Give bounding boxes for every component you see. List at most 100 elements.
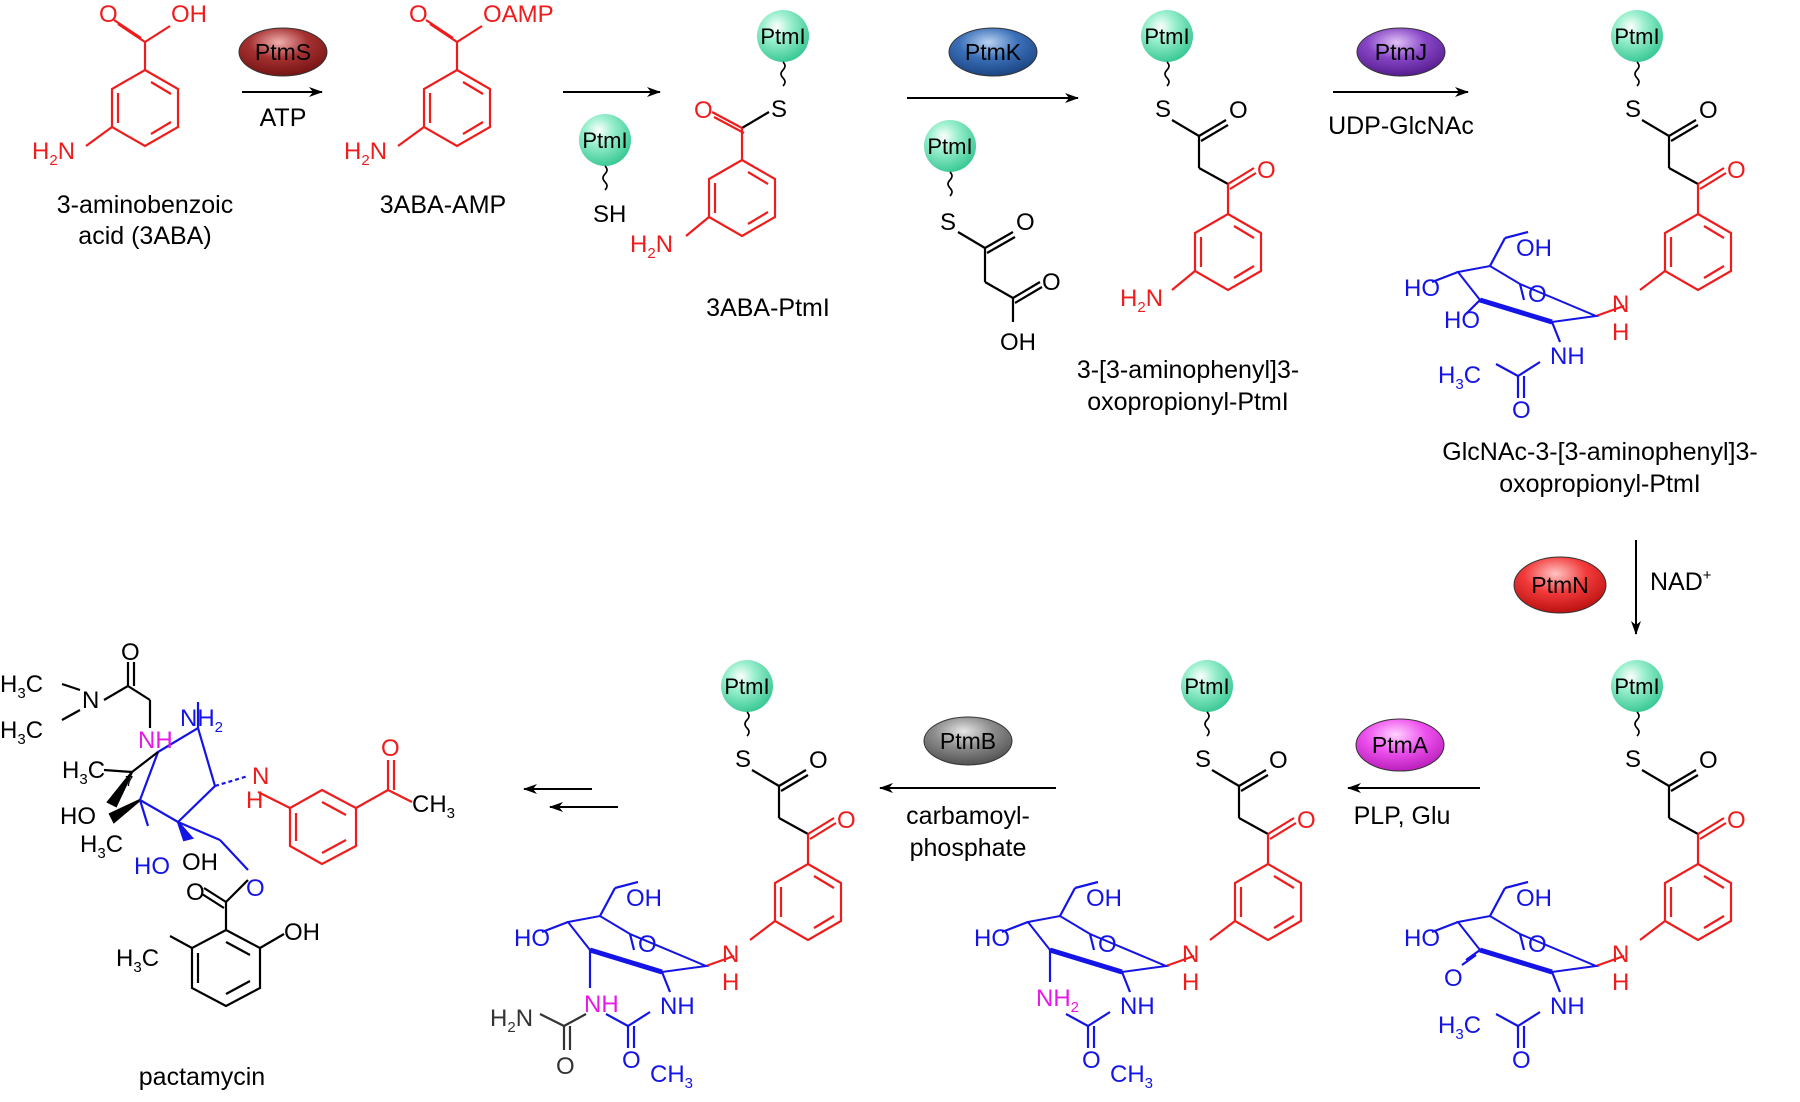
- atom-o: O: [381, 735, 400, 762]
- compound-3aba: [85, 19, 180, 148]
- carrier-ptmi-malonyl: PtmI: [924, 120, 976, 197]
- carrier-ptmi: PtmI: [1181, 660, 1233, 737]
- atom-oh: OH: [284, 919, 320, 946]
- atom-s: S: [735, 746, 751, 773]
- compound-amino-sugar: [1001, 769, 1303, 1048]
- carrier-ptmi: PtmI: [757, 10, 809, 87]
- atom-o: O: [1297, 807, 1316, 834]
- atom-nh: NH: [138, 727, 173, 754]
- atom-s: S: [771, 96, 787, 123]
- svg-text:PtmI: PtmI: [1614, 674, 1659, 699]
- atom-h2n: H2N: [1120, 285, 1163, 316]
- atom-sh: SH: [593, 201, 626, 228]
- atom-h: H: [1182, 969, 1199, 996]
- enzyme-ptmk: PtmK: [948, 27, 1038, 77]
- atom-oamp: OAMP: [483, 1, 554, 28]
- atom-o: O: [1699, 97, 1718, 124]
- atom-nh: NH: [1120, 993, 1155, 1020]
- atom-o: O: [638, 931, 657, 958]
- compound-label-3aba-amp: 3ABA-AMP: [380, 191, 506, 219]
- compound-label-3aba: 3-aminobenzoic: [57, 191, 234, 219]
- atom-o: O: [186, 879, 205, 906]
- atom-ho: HO: [974, 925, 1010, 952]
- atom-h3c: H3C: [62, 757, 105, 788]
- atom-s: S: [1625, 746, 1641, 773]
- cofactor-udp-glcnac: UDP-GlcNAc: [1328, 112, 1474, 140]
- atom-o: O: [409, 1, 428, 28]
- atom-nh2: NH2: [180, 705, 223, 736]
- atom-s: S: [940, 209, 956, 236]
- atom-nh: NH: [660, 993, 695, 1020]
- compound-keto-sugar: [1431, 769, 1733, 1048]
- svg-text:PtmI: PtmI: [1614, 24, 1659, 49]
- atom-o: O: [1512, 397, 1531, 424]
- atom-o: O: [1229, 97, 1248, 124]
- atom-o: O: [1269, 747, 1288, 774]
- atom-h: H: [1612, 969, 1629, 996]
- compound-carbamoyl-sugar: [539, 769, 843, 1050]
- atom-ho: HO: [1404, 275, 1440, 302]
- compound-label-oxopropionyl: 3-[3-aminophenyl]3-: [1077, 356, 1299, 384]
- atom-ho: HO: [60, 803, 96, 830]
- atom-ho: HO: [134, 853, 170, 880]
- svg-text:PtmJ: PtmJ: [1375, 39, 1427, 65]
- cofactor-carbamoyl: carbamoyl-: [906, 802, 1030, 830]
- atom-o: O: [809, 747, 828, 774]
- atom-o: O: [121, 639, 140, 666]
- svg-text:PtmI: PtmI: [760, 24, 805, 49]
- compound-label-glcnac: GlcNAc-3-[3-aminophenyl]3-: [1442, 438, 1757, 466]
- atom-o: O: [99, 1, 118, 28]
- enzyme-ptma: PtmA: [1355, 718, 1445, 772]
- atom-o: O: [1098, 931, 1117, 958]
- compound-aminophenyl-oxopropionyl: [1171, 119, 1263, 292]
- atom-o: O: [1528, 281, 1547, 308]
- svg-text:PtmK: PtmK: [965, 39, 1022, 65]
- carrier-ptmi: PtmI: [1611, 660, 1663, 737]
- atom-n: N: [1612, 941, 1629, 968]
- cofactor-plp-glu: PLP, Glu: [1354, 802, 1451, 830]
- atom-h2n: H2N: [630, 231, 673, 262]
- atom-o: O: [1082, 1047, 1101, 1074]
- svg-text:PtmN: PtmN: [1531, 572, 1589, 598]
- atom-nh: NH: [1550, 993, 1585, 1020]
- carrier-ptmi: PtmI: [1141, 10, 1193, 87]
- enzyme-ptms: PtmS: [238, 27, 328, 77]
- atom-keto-o: O: [1444, 965, 1463, 992]
- stereo-label-7: 7: [125, 773, 133, 790]
- atom-oh: OH: [626, 885, 662, 912]
- atom-h3c: H3C: [1438, 362, 1481, 393]
- atom-oh: OH: [1086, 885, 1122, 912]
- atom-ch3: CH3: [650, 1061, 693, 1092]
- atom-o: O: [1512, 1047, 1531, 1074]
- atom-s: S: [1155, 96, 1171, 123]
- atom-h3c: H3C: [80, 831, 123, 862]
- svg-text:PtmS: PtmS: [255, 39, 311, 65]
- enzyme-ptmn: PtmN: [1513, 556, 1607, 614]
- atom-ho: HO: [1404, 925, 1440, 952]
- atom-o: O: [1016, 209, 1035, 236]
- atom-h: H: [1612, 319, 1629, 346]
- compound-3aba-ptmi: [685, 111, 777, 238]
- atom-n: N: [252, 763, 269, 790]
- cofactor-atp: ATP: [260, 104, 307, 132]
- compound-glcnac-oxopropionyl: [1431, 119, 1733, 398]
- atom-nh: NH: [584, 991, 619, 1018]
- atom-s: S: [1625, 96, 1641, 123]
- svg-text:PtmI: PtmI: [1144, 24, 1189, 49]
- atom-ch3: CH3: [412, 791, 455, 822]
- compound-label-3aba-ptmi: 3ABA-PtmI: [706, 294, 830, 322]
- svg-text:PtmI: PtmI: [927, 134, 972, 159]
- atom-ho: HO: [514, 925, 550, 952]
- compound-label-oxopropionyl-2: oxopropionyl-PtmI: [1087, 388, 1288, 416]
- atom-n: N: [82, 687, 99, 714]
- atom-o: O: [622, 1047, 641, 1074]
- carrier-ptmi-sh: PtmI: [579, 114, 631, 191]
- atom-h3c: H3C: [1438, 1012, 1481, 1043]
- atom-o: O: [556, 1053, 575, 1080]
- atom-h3c: H3C: [116, 945, 159, 976]
- atom-o: O: [246, 875, 265, 902]
- atom-oh: OH: [1000, 329, 1036, 356]
- atom-o: O: [1528, 931, 1547, 958]
- svg-text:PtmA: PtmA: [1372, 732, 1429, 758]
